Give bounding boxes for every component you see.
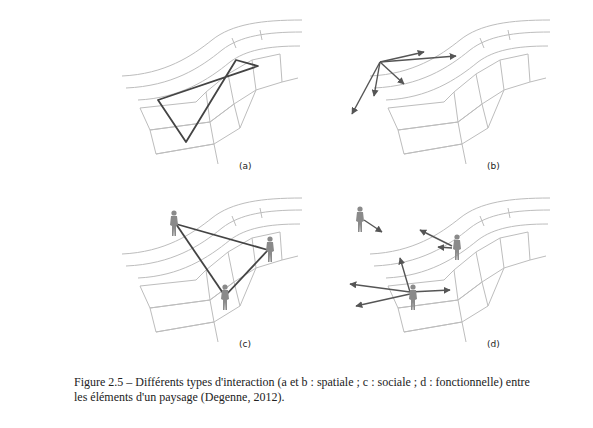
panel-label: (b)	[487, 161, 500, 171]
panel-label: (a)	[239, 161, 252, 171]
panel-label: (d)	[487, 339, 500, 349]
figure-caption: Figure 2.5 – Différents types d'interact…	[74, 375, 532, 405]
panel-label: (c)	[239, 339, 251, 349]
